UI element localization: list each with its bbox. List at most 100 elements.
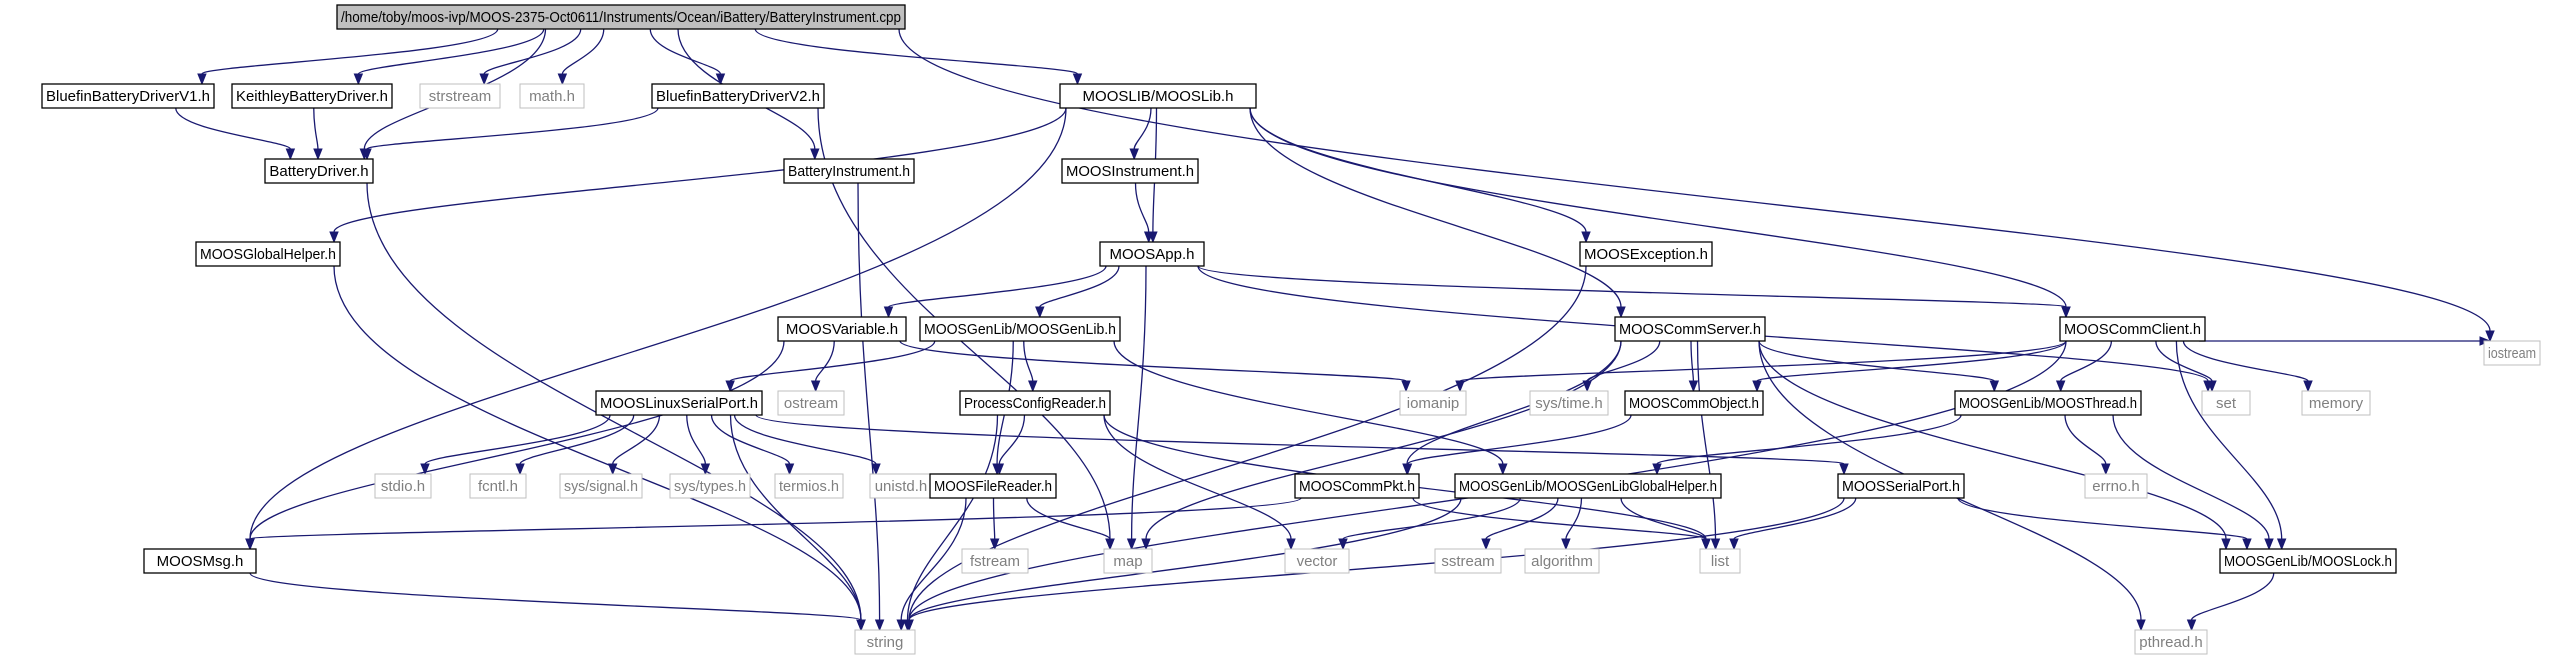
arrow-head bbox=[329, 231, 339, 244]
edge-line bbox=[561, 28, 605, 75]
node-box bbox=[2301, 390, 2371, 416]
node-moos-global-helper[interactable]: MOOSGlobalHelper.h bbox=[195, 241, 341, 267]
arrow-head bbox=[700, 463, 711, 476]
edge-line bbox=[908, 497, 1845, 621]
edge-line bbox=[1756, 340, 2067, 382]
node-moos-serial-port[interactable]: MOOSSerialPort.h bbox=[1837, 473, 1965, 499]
node-moos-comm-pkt[interactable]: MOOSCommPkt.h bbox=[1294, 473, 1420, 499]
node-box bbox=[1699, 548, 1741, 574]
node-unistd[interactable]: unistd.h bbox=[869, 473, 933, 499]
node-strstream[interactable]: strstream bbox=[419, 83, 501, 109]
node-label: MOOSLinuxSerialPort.h bbox=[600, 395, 758, 412]
node-battery-instrument-h[interactable]: BatteryInstrument.h bbox=[783, 158, 915, 184]
arrow-head bbox=[1752, 380, 1762, 393]
edge-line bbox=[1130, 265, 1147, 540]
node-label: sstream bbox=[1441, 553, 1494, 570]
node-box bbox=[2059, 316, 2206, 342]
node-label: ostream bbox=[784, 395, 838, 412]
arrow-head bbox=[883, 306, 894, 319]
node-vector[interactable]: vector bbox=[1284, 548, 1350, 574]
arrow-head bbox=[2303, 380, 2313, 393]
edge-moos-comm-object-to-moos-comm-pkt bbox=[1402, 414, 1632, 476]
node-moos-lock[interactable]: MOOSGenLib/MOOSLock.h bbox=[2219, 548, 2397, 574]
node-math-h[interactable]: math.h bbox=[519, 83, 585, 109]
edge-line bbox=[2155, 340, 2213, 382]
edge-moos-genlib-global-to-sstream bbox=[1481, 497, 1559, 551]
node-moos-app[interactable]: MOOSApp.h bbox=[1099, 241, 1205, 267]
arrow-head bbox=[1498, 463, 1508, 476]
edge-line bbox=[2175, 340, 2283, 540]
node-moos-file-reader[interactable]: MOOSFileReader.h bbox=[929, 473, 1057, 499]
arrow-head bbox=[2186, 619, 2197, 632]
node-box bbox=[774, 473, 844, 499]
node-fstream[interactable]: fstream bbox=[961, 548, 1029, 574]
node-memory[interactable]: memory bbox=[2301, 390, 2371, 416]
edge-moos-comm-server-to-moos-thread bbox=[1758, 340, 2000, 393]
edge-process-config-to-moos-file-reader bbox=[994, 414, 1026, 476]
node-bluefin-v2[interactable]: BluefinBatteryDriverV2.h bbox=[651, 83, 825, 109]
node-map[interactable]: map bbox=[1103, 548, 1153, 574]
node-iostream[interactable]: iostream bbox=[2483, 340, 2541, 366]
edge-moos-comm-server-to-sys-time bbox=[1582, 340, 1661, 393]
node-moos-instrument[interactable]: MOOSInstrument.h bbox=[1061, 158, 1199, 184]
node-label: set bbox=[2216, 395, 2237, 412]
node-bluefin-v1[interactable]: BluefinBatteryDriverV1.h bbox=[41, 83, 215, 109]
node-process-config[interactable]: ProcessConfigReader.h bbox=[959, 390, 1111, 416]
edge-moos-genlib-to-process-config bbox=[1023, 340, 1038, 393]
arrow-head bbox=[1710, 538, 1721, 551]
arrow-head bbox=[904, 619, 914, 632]
node-moos-msg[interactable]: MOOSMsg.h bbox=[143, 548, 257, 574]
node-algorithm[interactable]: algorithm bbox=[1524, 548, 1600, 574]
edge-line bbox=[201, 28, 499, 75]
node-box bbox=[1061, 158, 1199, 184]
node-moos-genlib-global[interactable]: MOOSGenLib/MOOSGenLibGlobalHelper.h bbox=[1454, 473, 1722, 499]
node-errno[interactable]: errno.h bbox=[2084, 473, 2148, 499]
node-termios[interactable]: termios.h bbox=[774, 473, 844, 499]
node-moos-exception[interactable]: MOOSException.h bbox=[1579, 241, 1713, 267]
node-battery-instrument-cpp[interactable]: /home/toby/moos-ivp/MOOS-2375-Oct0611/In… bbox=[336, 4, 906, 30]
node-label: iomanip bbox=[1407, 395, 1460, 412]
edge-moos-linux-serial-to-sys-types bbox=[686, 414, 711, 476]
edge-moos-lock-to-pthread bbox=[2186, 572, 2275, 632]
arrow-head bbox=[856, 619, 866, 632]
node-pthread[interactable]: pthread.h bbox=[2134, 629, 2208, 655]
edge-line bbox=[1103, 414, 1292, 540]
node-fcntl[interactable]: fcntl.h bbox=[469, 473, 527, 499]
node-set[interactable]: set bbox=[2201, 390, 2251, 416]
node-label: algorithm bbox=[1531, 553, 1593, 570]
node-label: BluefinBatteryDriverV2.h bbox=[656, 88, 820, 105]
edge-battery-instrument-cpp-to-strstream bbox=[479, 28, 582, 86]
node-moos-comm-client[interactable]: MOOSCommClient.h bbox=[2059, 316, 2206, 342]
node-sstream[interactable]: sstream bbox=[1434, 548, 1502, 574]
node-ostream[interactable]: ostream bbox=[777, 390, 845, 416]
node-stdio[interactable]: stdio.h bbox=[374, 473, 432, 499]
edge-line bbox=[817, 107, 1111, 540]
node-moos-comm-server[interactable]: MOOSCommServer.h bbox=[1614, 316, 1766, 342]
node-moos-variable[interactable]: MOOSVariable.h bbox=[777, 316, 907, 342]
node-moos-thread[interactable]: MOOSGenLib/MOOSThread.h bbox=[1954, 390, 2142, 416]
node-keithley[interactable]: KeithleyBatteryDriver.h bbox=[231, 83, 393, 109]
edge-battery-instrument-cpp-to-bluefin-v1 bbox=[197, 28, 499, 86]
edge-battery-instrument-cpp-to-math-h bbox=[557, 28, 605, 86]
node-iomanip[interactable]: iomanip bbox=[1399, 390, 1467, 416]
node-mooslib[interactable]: MOOSLIB/MOOSLib.h bbox=[1059, 83, 1257, 109]
arrow-head bbox=[1701, 538, 1711, 551]
edge-moos-genlib-global-to-algorithm bbox=[1561, 497, 1583, 551]
edge-moos-comm-server-to-moos-lock bbox=[1758, 340, 2231, 551]
edge-line bbox=[2064, 414, 2107, 465]
node-sys-signal[interactable]: sys/signal.h bbox=[559, 473, 643, 499]
node-sys-types[interactable]: sys/types.h bbox=[669, 473, 751, 499]
node-moos-comm-object[interactable]: MOOSCommObject.h bbox=[1624, 390, 1764, 416]
node-moos-linux-serial[interactable]: MOOSLinuxSerialPort.h bbox=[595, 390, 763, 416]
edge-line bbox=[424, 414, 611, 465]
arrow-head bbox=[285, 148, 296, 161]
node-sys-time[interactable]: sys/time.h bbox=[1529, 390, 1609, 416]
edge-moos-linux-serial-to-moos-serial-port bbox=[755, 414, 1849, 476]
node-moos-genlib[interactable]: MOOSGenLib/MOOSGenLib.h bbox=[919, 316, 1121, 342]
node-list[interactable]: list bbox=[1699, 548, 1741, 574]
arrow-head bbox=[1072, 73, 1083, 86]
edge-line bbox=[1342, 497, 1521, 540]
node-battery-driver[interactable]: BatteryDriver.h bbox=[264, 158, 374, 184]
edge-line bbox=[899, 340, 1407, 382]
node-string[interactable]: string bbox=[854, 629, 916, 655]
